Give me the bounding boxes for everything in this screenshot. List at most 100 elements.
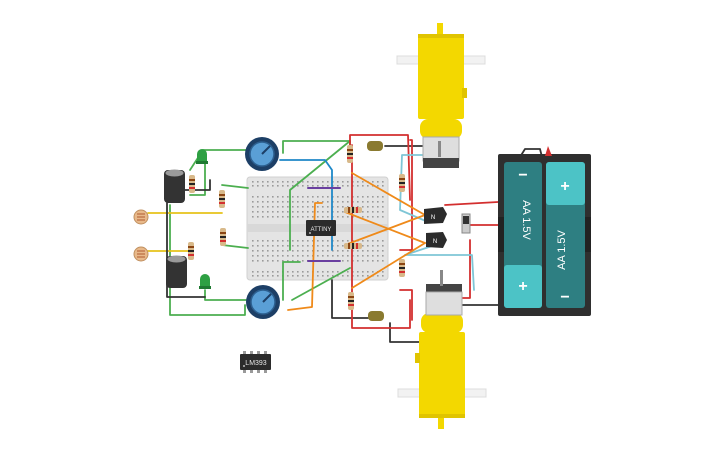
resistor[interactable] <box>220 228 226 246</box>
resistor[interactable] <box>344 243 362 249</box>
breadboard-hole <box>277 196 279 198</box>
breadboard-hole <box>327 250 329 252</box>
wire-red[interactable] <box>399 139 413 251</box>
breadboard-hole <box>272 250 274 252</box>
resistor[interactable] <box>188 242 194 260</box>
photoresistor-bottom[interactable] <box>133 246 149 262</box>
wire-green[interactable] <box>221 244 249 249</box>
resistor[interactable] <box>348 292 354 310</box>
capacitor-top[interactable] <box>164 169 185 204</box>
wire-red[interactable] <box>459 239 471 299</box>
transistor-top[interactable]: N <box>424 207 447 224</box>
wire-orange[interactable] <box>287 202 323 311</box>
wire-black[interactable] <box>166 202 206 298</box>
capacitor-bottom[interactable] <box>166 255 187 289</box>
breadboard-hole <box>317 181 319 183</box>
breadboard-hole <box>337 211 339 213</box>
switch[interactable] <box>461 213 471 234</box>
breadboard-hole <box>307 275 309 277</box>
motor-bottom[interactable] <box>397 270 487 429</box>
breadboard-hole <box>282 245 284 247</box>
breadboard-hole <box>327 201 329 203</box>
diode-bottom[interactable] <box>368 311 384 321</box>
photoresistor-top[interactable] <box>133 209 149 225</box>
resistor[interactable] <box>399 174 405 192</box>
wire-green[interactable] <box>289 140 351 251</box>
wire-lightblue[interactable] <box>404 243 475 291</box>
breadboard-hole <box>257 245 259 247</box>
breadboard-hole <box>252 216 254 218</box>
breadboard-hole <box>252 181 254 183</box>
wire-red[interactable] <box>351 144 411 329</box>
breadboard-hole <box>332 271 334 273</box>
wire-red[interactable] <box>399 289 413 321</box>
wire-black[interactable] <box>331 279 369 319</box>
battery-cell-right[interactable]: + AA 1.5V − <box>546 162 585 308</box>
breadboard-hole <box>367 245 369 247</box>
transistor-bottom[interactable]: N <box>426 232 447 248</box>
comparator-chip[interactable]: LM393 <box>240 351 271 373</box>
breadboard-hole <box>337 181 339 183</box>
wire-orange[interactable] <box>351 172 426 216</box>
breadboard-hole <box>267 201 269 203</box>
wire-green[interactable] <box>189 159 206 196</box>
wire-orange[interactable] <box>344 214 426 246</box>
breadboard-hole <box>297 255 299 257</box>
breadboard-hole <box>252 260 254 262</box>
breadboard-hole <box>327 211 329 213</box>
wire-blue[interactable] <box>279 159 333 251</box>
breadboard-hole <box>312 245 314 247</box>
breadboard-hole <box>307 240 309 242</box>
battery-cell-left[interactable]: − AA 1.5V + <box>504 162 542 308</box>
breadboard-hole <box>312 240 314 242</box>
breadboard-hole <box>312 185 314 187</box>
battery-pack[interactable]: − AA 1.5V + + AA 1.5V − <box>498 146 591 316</box>
breadboard-hole <box>277 240 279 242</box>
breadboard-hole <box>257 275 259 277</box>
wire-black[interactable] <box>184 179 211 191</box>
breadboard-hole <box>257 201 259 203</box>
wire-black[interactable] <box>519 148 543 158</box>
resistor[interactable] <box>189 175 195 193</box>
wire-green[interactable] <box>204 289 251 301</box>
wire-green[interactable] <box>282 140 351 154</box>
breadboard-hole <box>377 255 379 257</box>
breadboard-hole <box>367 206 369 208</box>
breadboard-hole <box>287 271 289 273</box>
wire-green[interactable] <box>221 184 249 189</box>
breadboard-hole <box>287 240 289 242</box>
led-bottom[interactable] <box>199 274 211 289</box>
wire-red[interactable] <box>349 134 411 201</box>
breadboard-hole <box>377 196 379 198</box>
breadboard-hole <box>307 255 309 257</box>
breadboard-hole <box>332 255 334 257</box>
potentiometer-bottom[interactable] <box>246 285 280 319</box>
breadboard-hole <box>282 250 284 252</box>
breadboard-hole <box>322 185 324 187</box>
motor-top[interactable] <box>396 23 486 168</box>
breadboard-hole <box>382 245 384 247</box>
diode-top[interactable] <box>367 141 383 151</box>
resistor[interactable] <box>219 190 225 208</box>
wire-red[interactable] <box>444 201 499 206</box>
battery-right-minus: − <box>560 289 569 306</box>
led-top[interactable] <box>196 149 208 164</box>
breadboard-hole <box>297 240 299 242</box>
resistor[interactable] <box>399 259 405 277</box>
breadboard-hole <box>277 201 279 203</box>
wire-green[interactable] <box>291 267 351 301</box>
capacitor-icon <box>164 170 185 203</box>
breadboard-hole <box>347 275 349 277</box>
resistor[interactable] <box>344 207 362 213</box>
breadboard-hole <box>267 216 269 218</box>
wire-orange[interactable] <box>351 242 426 289</box>
wire-orange[interactable] <box>344 211 426 244</box>
breadboard-hole <box>307 250 309 252</box>
breadboard-hole <box>277 185 279 187</box>
breadboard-hole <box>377 216 379 218</box>
potentiometer-top[interactable] <box>245 137 279 171</box>
resistor[interactable] <box>347 145 353 163</box>
mcu-chip[interactable]: ATTINY <box>306 220 336 236</box>
wire-green[interactable] <box>282 261 301 301</box>
breadboard-hole <box>252 206 254 208</box>
